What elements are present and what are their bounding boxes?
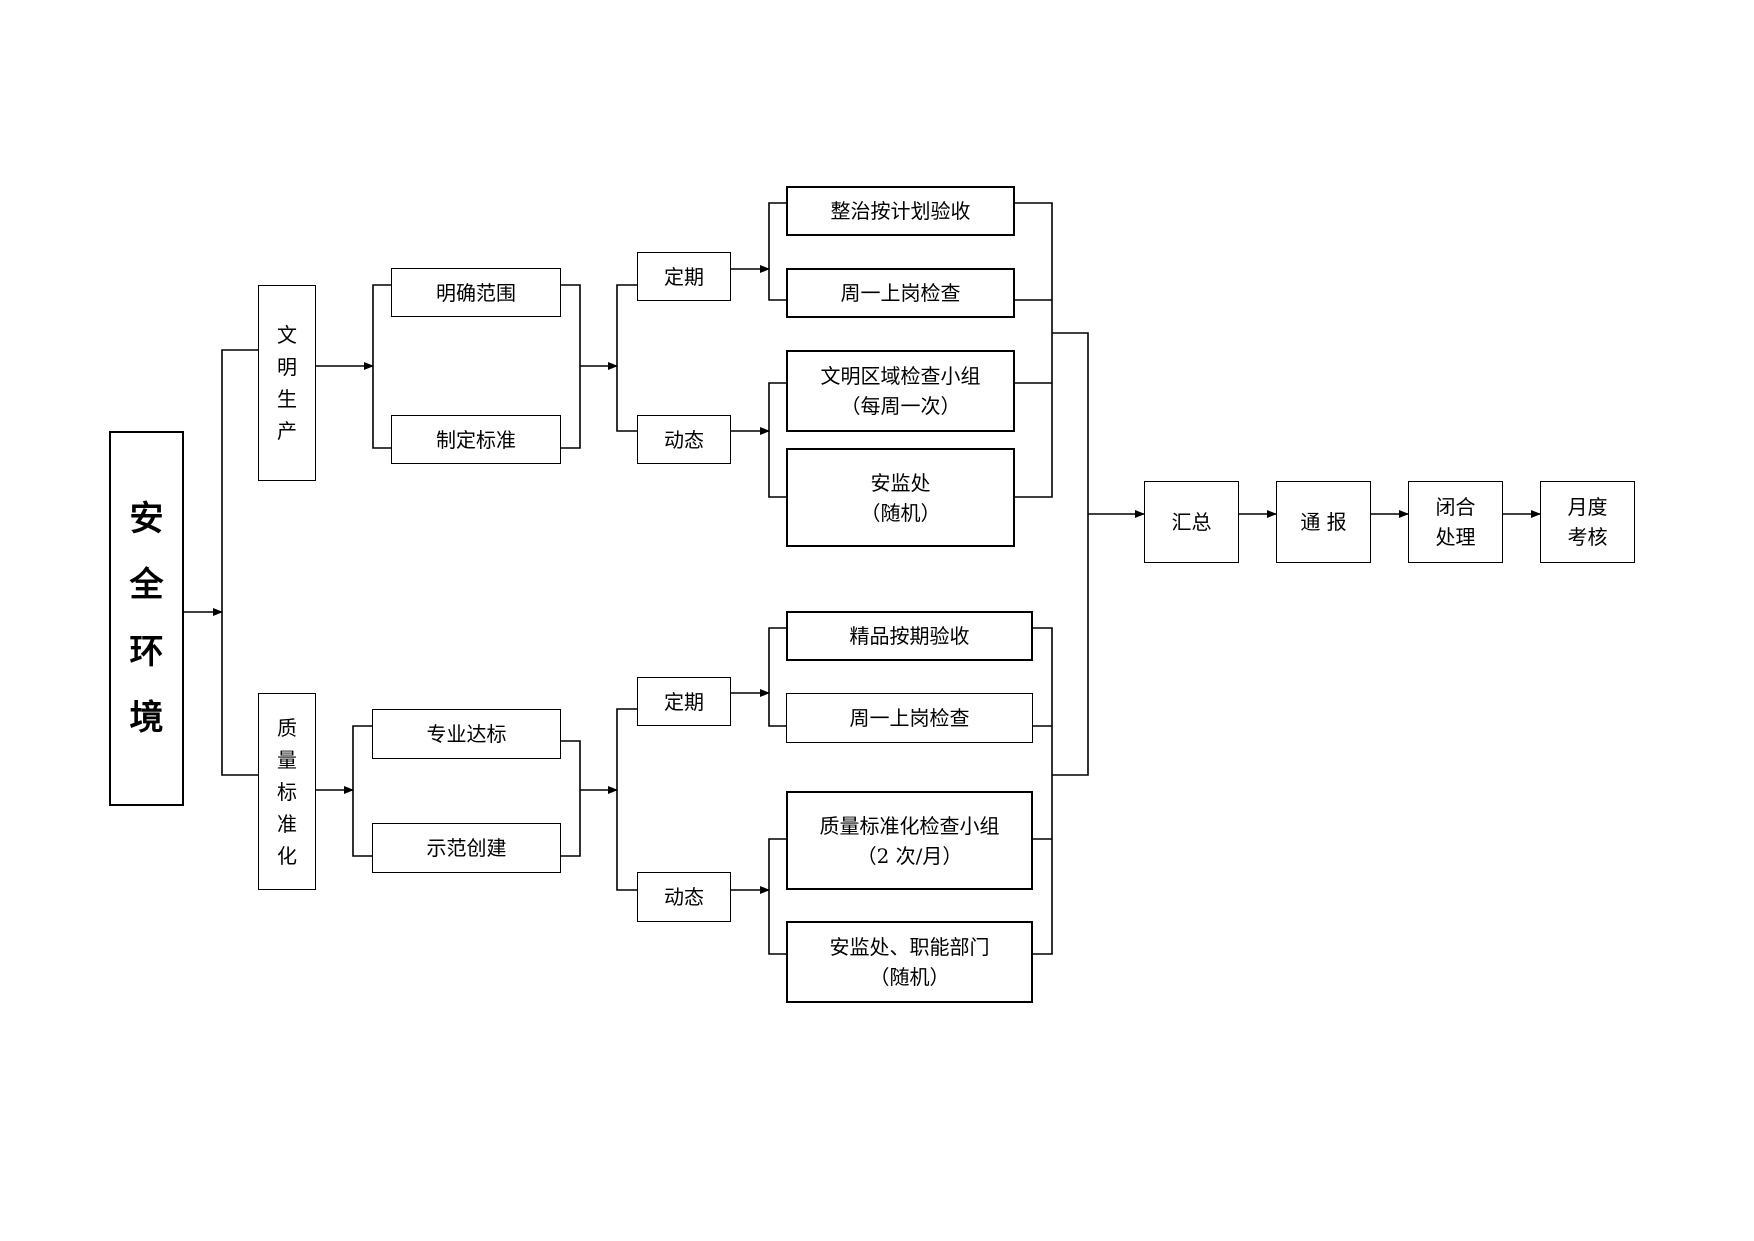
root-box: 安 全 环 境	[109, 431, 184, 806]
check-item: 安监处、职能部门 （随机）	[786, 921, 1033, 1003]
pipeline-label: 通 报	[1300, 510, 1347, 534]
periodic-box: 定期	[637, 677, 731, 726]
monthly-assessment-box: 月度 考核	[1540, 481, 1635, 563]
step-demonstration: 示范创建	[372, 823, 561, 873]
check-item: 精品按期验收	[786, 611, 1033, 661]
periodic-label: 定期	[664, 264, 704, 289]
branch-civilized-production: 文 明 生 产	[258, 285, 316, 481]
check-item: 整治按计划验收	[786, 186, 1015, 236]
report-box: 通 报	[1276, 481, 1371, 563]
branch-label: 文 明 生 产	[277, 323, 297, 443]
check-item-label: 安监处、职能部门 （随机）	[829, 935, 990, 989]
branch-quality-standardization: 质 量 标 准 化	[258, 693, 316, 890]
check-item: 周一上岗检查	[786, 268, 1015, 318]
periodic-box: 定期	[637, 252, 731, 301]
check-item: 安监处 （随机）	[786, 448, 1015, 547]
dynamic-box: 动态	[637, 415, 731, 464]
pipeline-label: 汇总	[1171, 510, 1212, 534]
check-item: 周一上岗检查	[786, 693, 1033, 743]
check-item-label: 质量标准化检查小组 （2 次/月）	[819, 813, 1000, 868]
check-item-label: 整治按计划验收	[830, 199, 971, 223]
check-item: 质量标准化检查小组 （2 次/月）	[786, 791, 1033, 890]
dynamic-label: 动态	[664, 885, 704, 909]
step-set-standard: 制定标准	[391, 415, 561, 464]
step-professional-standard: 专业达标	[372, 709, 561, 759]
check-item-label: 安监处 （随机）	[860, 470, 941, 525]
check-item-label: 周一上岗检查	[840, 281, 961, 305]
periodic-label: 定期	[664, 689, 704, 714]
summary-box: 汇总	[1144, 481, 1239, 563]
pipeline-label: 月度 考核	[1567, 495, 1608, 549]
check-item-label: 精品按期验收	[849, 624, 970, 648]
step-label: 明确范围	[436, 280, 516, 305]
step-label: 专业达标	[426, 722, 507, 746]
dynamic-box: 动态	[637, 872, 731, 922]
step-label: 示范创建	[426, 836, 507, 860]
dynamic-label: 动态	[664, 427, 704, 452]
check-item-label: 文明区域检查小组 （每周一次）	[820, 364, 981, 418]
pipeline-label: 闭合 处理	[1435, 495, 1476, 549]
branch-label: 质 量 标 准 化	[277, 715, 297, 868]
check-item: 文明区域检查小组 （每周一次）	[786, 350, 1015, 432]
closure-box: 闭合 处理	[1408, 481, 1503, 563]
step-define-scope: 明确范围	[391, 268, 561, 317]
root-label: 安 全 环 境	[129, 498, 164, 738]
step-label: 制定标准	[436, 427, 516, 452]
check-item-label: 周一上岗检查	[849, 706, 970, 730]
